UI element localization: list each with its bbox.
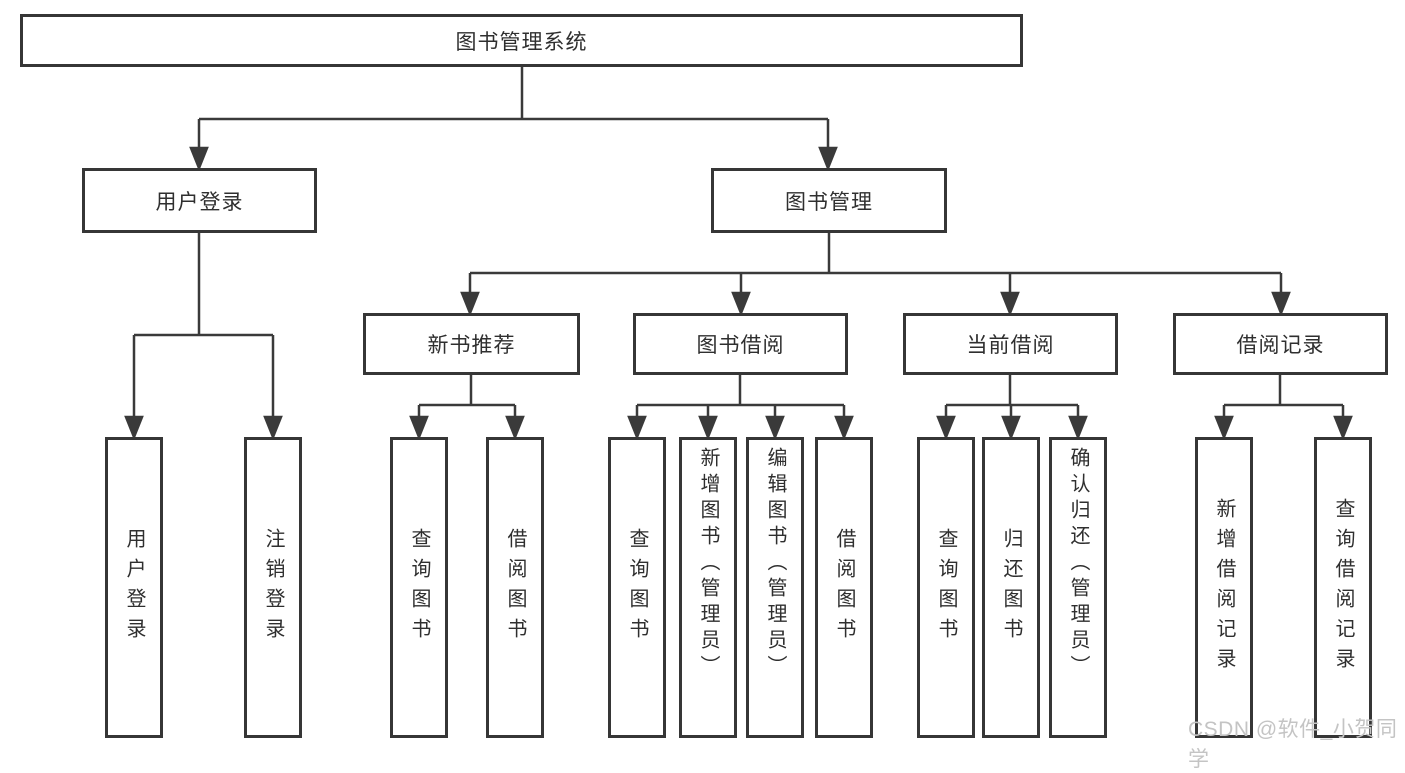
connector-lines [124, 67, 1353, 441]
connector-book-borrow-to-leaves [627, 375, 854, 441]
connector-book-management-to-level2 [460, 233, 1291, 317]
node-current-borrow-label: 当前借阅 [966, 334, 1055, 357]
leaf-add-borrow-record-label: 新增借阅记录 [1213, 497, 1235, 678]
node-book-management: 图书管理 [711, 168, 947, 233]
watermark-text: CSDN @软件_小贺同学 [1188, 718, 1398, 771]
leaf-query-borrow-record-label: 查询借阅记录 [1332, 497, 1354, 678]
leaf-add-borrow-record: 新增借阅记录 [1195, 437, 1253, 738]
node-book-borrow-label: 图书借阅 [696, 334, 785, 357]
node-library-system: 图书管理系统 [20, 14, 1023, 67]
connector-new-book-recommend-to-leaves [409, 375, 525, 441]
leaf-query-books-borrow-label: 查询图书 [626, 527, 648, 648]
connector-current-borrow-to-leaves [936, 375, 1088, 441]
connector-borrow-records-to-leaves [1214, 375, 1353, 441]
leaf-confirm-return-admin: 确认归还（管理员） [1049, 437, 1107, 738]
diagram-canvas: 图书管理系统 用户登录 图书管理 新书推荐 图书借阅 当前借阅 借阅记录 用户登… [20, 14, 1397, 771]
leaf-edit-book-admin-label: 编辑图书（管理员） [764, 447, 786, 681]
leaf-user-login: 用户登录 [105, 437, 163, 738]
leaf-query-books-recommend: 查询图书 [390, 437, 448, 738]
leaf-return-book: 归还图书 [982, 437, 1040, 738]
leaf-add-book-admin: 新增图书（管理员） [679, 437, 737, 738]
leaf-return-book-label: 归还图书 [1000, 527, 1022, 648]
leaf-borrow-books-recommend: 借阅图书 [486, 437, 544, 738]
leaf-logout-label: 注销登录 [262, 527, 284, 648]
leaf-borrow-books-borrow: 借阅图书 [815, 437, 873, 738]
leaf-query-borrow-record: 查询借阅记录 [1314, 437, 1372, 738]
leaf-add-book-admin-label: 新增图书（管理员） [697, 447, 719, 681]
node-book-management-label: 图书管理 [785, 190, 873, 214]
node-user-login: 用户登录 [82, 168, 317, 233]
leaf-borrow-books-recommend-label: 借阅图书 [504, 527, 526, 648]
node-new-book-recommend: 新书推荐 [363, 313, 580, 375]
node-borrow-records: 借阅记录 [1173, 313, 1388, 375]
leaf-logout: 注销登录 [244, 437, 302, 738]
leaf-query-books-borrow: 查询图书 [608, 437, 666, 738]
connector-root-to-level1 [189, 67, 838, 172]
node-new-book-recommend-label: 新书推荐 [427, 334, 516, 357]
leaf-query-books-current-label: 查询图书 [935, 527, 957, 648]
leaf-borrow-books-borrow-label: 借阅图书 [833, 527, 855, 648]
leaf-user-login-label: 用户登录 [123, 527, 145, 648]
node-library-system-label: 图书管理系统 [455, 30, 588, 54]
leaf-query-books-current: 查询图书 [917, 437, 975, 738]
node-borrow-records-label: 借阅记录 [1236, 334, 1325, 357]
node-current-borrow: 当前借阅 [903, 313, 1118, 375]
connector-user-login-to-leaves [124, 233, 283, 441]
node-book-borrow: 图书借阅 [633, 313, 848, 375]
node-user-login-label: 用户登录 [155, 190, 244, 214]
leaf-confirm-return-admin-label: 确认归还（管理员） [1067, 447, 1089, 681]
leaf-edit-book-admin: 编辑图书（管理员） [746, 437, 804, 738]
leaf-query-books-recommend-label: 查询图书 [408, 527, 430, 648]
